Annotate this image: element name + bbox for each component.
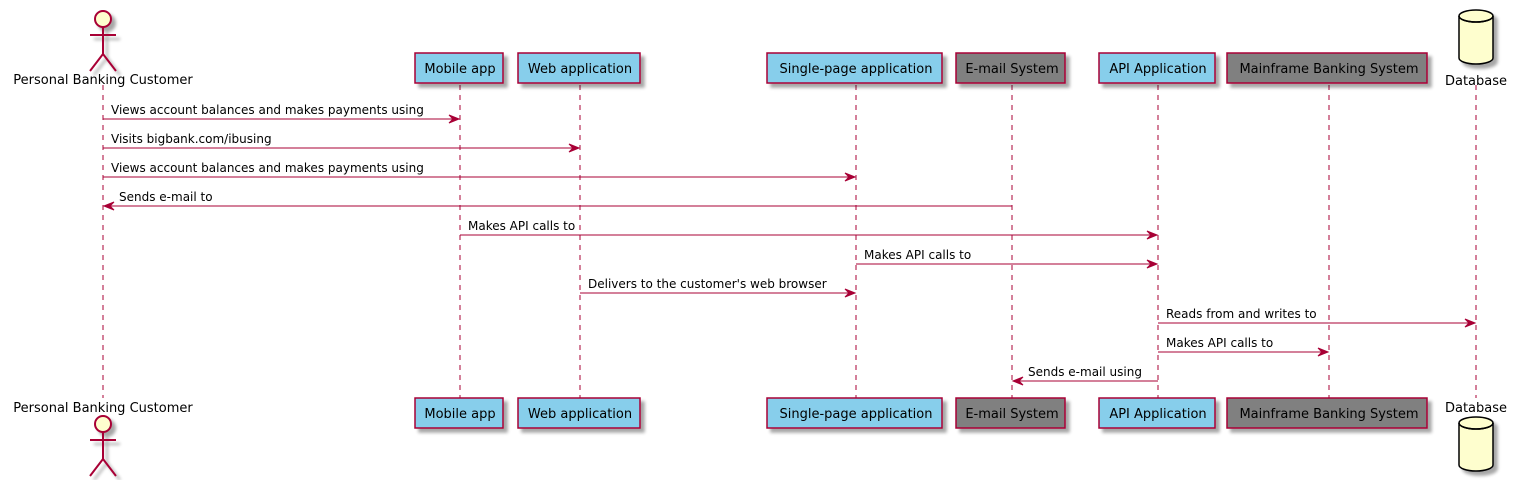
participant-label-customer: Personal Banking Customer (13, 73, 193, 88)
participant-label-email: E-mail System (965, 407, 1058, 422)
participant-label-customer: Personal Banking Customer (13, 401, 193, 416)
arrow-head-icon (844, 288, 857, 298)
lifelines (102, 85, 1477, 398)
arrow-head-icon (568, 143, 581, 153)
participant-label-database: Database (1445, 401, 1507, 416)
message-mobile-to-api: Makes API calls to (460, 219, 1159, 240)
participant-web-top: Web application (517, 52, 641, 84)
participant-mainframe-top: Mainframe Banking System (1226, 52, 1428, 84)
message-api-to-database: Reads from and writes to (1158, 307, 1477, 328)
participant-mobile-bottom: Mobile app (414, 397, 504, 429)
participant-web-bottom: Web application (517, 397, 641, 429)
participant-label-web: Web application (528, 407, 632, 422)
participant-label-api: API Application (1109, 407, 1206, 422)
participant-box-web (517, 397, 641, 429)
message-spa-to-api: Makes API calls to (856, 248, 1159, 269)
message-email-to-customer: Sends e-mail to (102, 190, 1012, 211)
participant-label-mobile: Mobile app (424, 407, 495, 422)
message-label: Makes API calls to (1166, 336, 1273, 350)
participant-customer-bottom: Personal Banking Customer (13, 401, 193, 477)
participant-email-top: E-mail System (955, 52, 1066, 84)
message-customer-to-web: Visits bigbank.com/ibusing (103, 132, 581, 153)
message-api-to-mainframe: Makes API calls to (1158, 336, 1330, 357)
message-label: Sends e-mail to (119, 190, 213, 204)
arrow-head-icon (1146, 230, 1159, 240)
participant-box-mobile (414, 397, 504, 429)
arrow-head-icon (1146, 259, 1159, 269)
actor-icon (89, 415, 117, 477)
participant-label-web: Web application (528, 62, 632, 77)
participant-label-mainframe: Mainframe Banking System (1239, 407, 1418, 422)
participant-email-bottom: E-mail System (955, 397, 1066, 429)
message-label: Reads from and writes to (1166, 307, 1317, 321)
database-icon (1458, 9, 1494, 65)
participant-box-web (517, 52, 641, 84)
participant-customer-top: Personal Banking Customer (13, 10, 193, 88)
participant-label-spa: Single-page application (780, 407, 933, 422)
message-label: Makes API calls to (468, 219, 575, 233)
participant-api-top: API Application (1098, 52, 1216, 84)
participant-box-email (955, 52, 1066, 84)
message-customer-to-mobile: Views account balances and makes payment… (103, 103, 461, 124)
message-web-to-spa: Delivers to the customer's web browser (580, 277, 857, 298)
participant-box-spa (766, 52, 943, 84)
participant-box-spa (766, 397, 943, 429)
message-label: Makes API calls to (864, 248, 971, 262)
participant-box-mainframe (1226, 52, 1428, 84)
participant-database-top: Database (1445, 9, 1507, 89)
message-label: Views account balances and makes payment… (111, 103, 424, 117)
message-label: Sends e-mail using (1028, 365, 1142, 379)
messages: Views account balances and makes payment… (102, 103, 1477, 386)
participant-mainframe-bottom: Mainframe Banking System (1226, 397, 1428, 429)
participant-api-bottom: API Application (1098, 397, 1216, 429)
arrow-head-icon (448, 114, 461, 124)
participant-box-api (1098, 397, 1216, 429)
message-api-to-email: Sends e-mail using (1011, 365, 1158, 386)
arrow-head-icon (844, 172, 857, 182)
message-label: Delivers to the customer's web browser (588, 277, 827, 291)
participant-label-api: API Application (1109, 62, 1206, 77)
participant-spa-bottom: Single-page application (766, 397, 943, 429)
participant-label-spa: Single-page application (780, 62, 933, 77)
participant-label-database: Database (1445, 74, 1507, 89)
participant-label-mainframe: Mainframe Banking System (1239, 62, 1418, 77)
arrow-head-icon (102, 201, 115, 211)
participant-database-bottom: Database (1445, 401, 1507, 472)
message-customer-to-spa: Views account balances and makes payment… (103, 161, 857, 182)
participant-label-mobile: Mobile app (424, 62, 495, 77)
arrow-head-icon (1464, 318, 1477, 328)
arrow-head-icon (1317, 347, 1330, 357)
message-label: Views account balances and makes payment… (111, 161, 424, 175)
database-icon (1458, 416, 1494, 472)
participant-box-email (955, 397, 1066, 429)
participant-box-mobile (414, 52, 504, 84)
participant-box-mainframe (1226, 397, 1428, 429)
participant-label-email: E-mail System (965, 62, 1058, 77)
participant-mobile-top: Mobile app (414, 52, 504, 84)
actor-icon (89, 10, 117, 72)
participant-box-api (1098, 52, 1216, 84)
participant-spa-top: Single-page application (766, 52, 943, 84)
message-label: Visits bigbank.com/ibusing (111, 132, 272, 146)
arrow-head-icon (1011, 376, 1024, 386)
